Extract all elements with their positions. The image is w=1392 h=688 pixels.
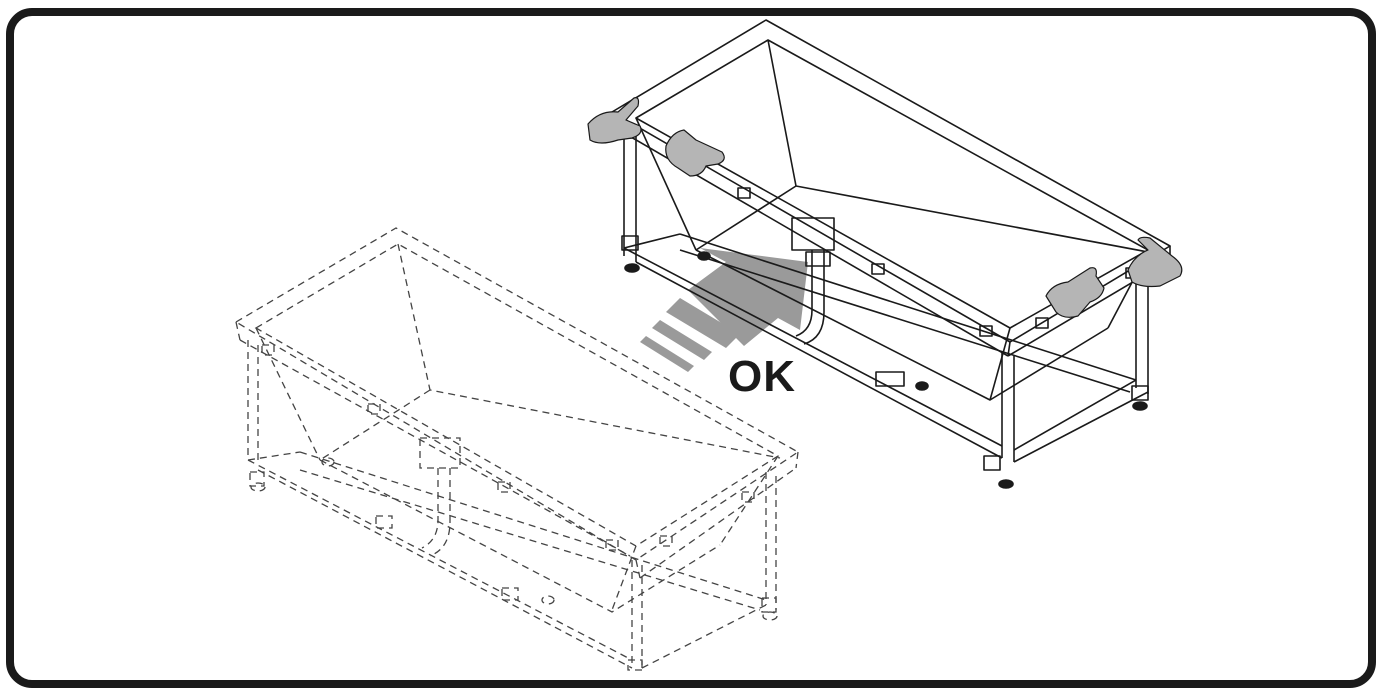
hand-icon bbox=[1045, 267, 1105, 318]
ok-label: OK bbox=[728, 352, 796, 401]
direction-arrow bbox=[640, 248, 808, 372]
bathtub-dashed-outline bbox=[234, 227, 800, 671]
installation-diagram bbox=[234, 19, 1183, 671]
hand-icon bbox=[1127, 236, 1183, 288]
hand-icon bbox=[665, 129, 725, 177]
hand-icon bbox=[587, 97, 642, 144]
bathtub-installed bbox=[611, 19, 1171, 489]
